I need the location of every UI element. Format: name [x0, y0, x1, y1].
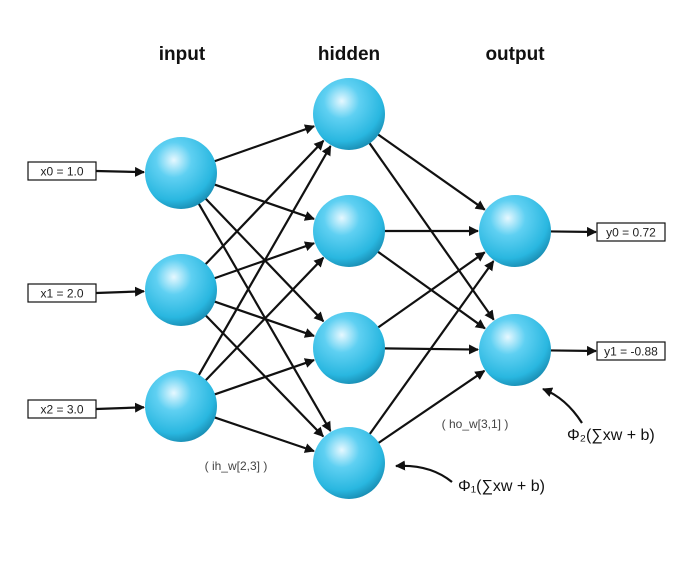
output-arrow-1: [550, 345, 597, 356]
output-arrow-0: [550, 226, 597, 237]
input-layer-title: input: [159, 44, 206, 65]
input-label-x2: x2 = 3.0: [40, 403, 83, 417]
hidden-formula-pointer: [395, 460, 453, 483]
ih-connection-2-2: [212, 358, 315, 396]
output-formula-pointer: [542, 387, 583, 424]
ih-connection-0-2: [203, 196, 325, 323]
ih-connection-1-3: [203, 313, 325, 438]
input-node-1: [145, 254, 217, 326]
output-label-y1: y1 = -0.88: [604, 345, 658, 359]
ih-connection-0-3: [197, 201, 332, 432]
ih-connection-2-3: [212, 415, 315, 453]
hidden-layer-title: hidden: [318, 44, 380, 65]
hidden-node-2: [313, 312, 385, 384]
output-box-y1: y1 = -0.88: [596, 341, 666, 361]
input-label-x1: x1 = 2.0: [40, 287, 83, 301]
output-node-1: [479, 314, 551, 386]
nodes: [145, 78, 551, 499]
ho-connection-0-0: [376, 132, 486, 211]
output-node-0: [479, 195, 551, 267]
input-node-0: [145, 137, 217, 209]
ih-connection-1-0: [203, 140, 325, 267]
ho-connection-2-0: [376, 251, 486, 330]
ho-connection-3-0: [367, 260, 495, 436]
ho-connection-3-1: [376, 369, 486, 445]
input-arrow-0: [95, 166, 146, 177]
ih-connection-0-0: [212, 124, 316, 163]
hidden-node-0: [313, 78, 385, 150]
output-layer-title: output: [485, 44, 545, 65]
hidden-activation-formula: Φ₁(∑xw + b): [458, 478, 545, 495]
output-activation-formula: Φ₂(∑xw + b): [567, 427, 655, 444]
input-box-x2: x2 = 3.0: [27, 399, 97, 419]
ih-weights-annotation: ( ih_w[2,3] ): [205, 459, 268, 473]
ho-weights-annotation: ( ho_w[3,1] ): [442, 417, 509, 431]
input-arrow-1: [95, 286, 146, 297]
input-label-x0: x0 = 1.0: [40, 165, 83, 179]
input-box-x1: x1 = 2.0: [27, 283, 97, 303]
input-arrow-2: [95, 402, 146, 413]
ih-connection-0-1: [212, 183, 315, 221]
hidden-node-1: [313, 195, 385, 267]
input-node-2: [145, 370, 217, 442]
connections: [95, 124, 597, 453]
ih-connection-2-0: [197, 145, 332, 378]
output-box-y0: y0 = 0.72: [596, 222, 666, 242]
ih-connection-2-1: [203, 256, 325, 383]
input-box-x0: x0 = 1.0: [27, 161, 97, 181]
output-label-y0: y0 = 0.72: [606, 226, 656, 240]
hidden-node-3: [313, 427, 385, 499]
